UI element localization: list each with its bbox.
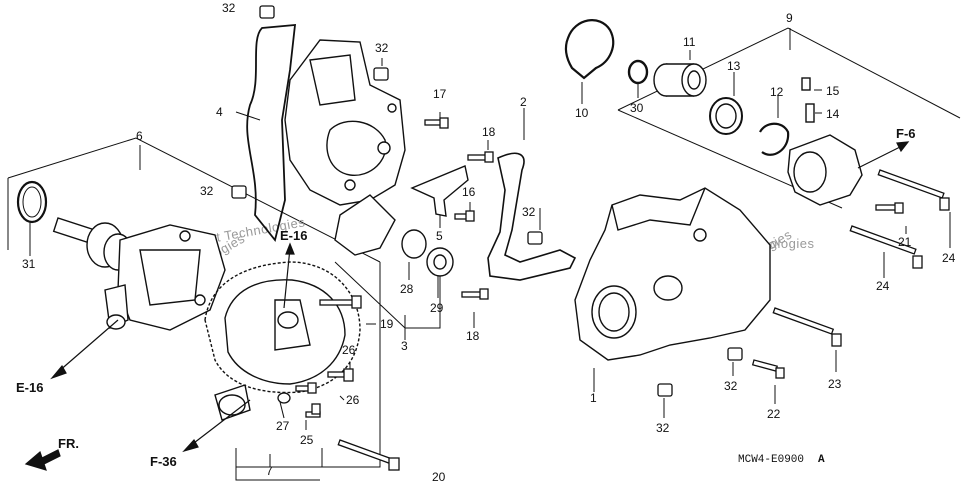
dowel-32 bbox=[259, 5, 275, 19]
part-number: 11 bbox=[683, 35, 696, 49]
diagram-code: MCW4-E0900 bbox=[738, 454, 804, 466]
bolts bbox=[295, 117, 950, 471]
side-cover-1 bbox=[574, 187, 771, 361]
part-number: 25 bbox=[300, 433, 314, 447]
part-number: 24 bbox=[876, 279, 890, 293]
gasket-4 bbox=[246, 24, 297, 242]
dowel-32 bbox=[231, 185, 247, 199]
shaft-3 bbox=[334, 194, 396, 256]
part-number: 9 bbox=[786, 11, 793, 25]
part-number: 22 bbox=[767, 407, 781, 421]
part-number: 21 bbox=[898, 235, 912, 249]
part-number: 20 bbox=[432, 470, 446, 482]
dowel-32 bbox=[657, 383, 673, 397]
part-number: 10 bbox=[575, 106, 589, 120]
bolt-22 bbox=[751, 359, 778, 372]
bolt-23 bbox=[772, 307, 835, 335]
o-ring-31 bbox=[16, 180, 48, 224]
part-number: 28 bbox=[400, 282, 414, 296]
part-number: 18 bbox=[466, 329, 480, 343]
part-number: 12 bbox=[770, 85, 784, 99]
part-number: 31 bbox=[22, 257, 36, 271]
front-arrow-icon bbox=[24, 449, 61, 471]
gasket-10 bbox=[564, 19, 615, 80]
part-number: 2 bbox=[520, 95, 527, 109]
part-number: 32 bbox=[375, 41, 389, 55]
gasket-2 bbox=[487, 152, 577, 281]
bearing-28 bbox=[401, 229, 427, 259]
ref-arrows bbox=[24, 141, 910, 471]
part-number: 26 bbox=[342, 343, 356, 357]
part-number: 19 bbox=[380, 317, 394, 331]
part-number: 18 bbox=[482, 125, 496, 139]
part-number: 14 bbox=[826, 107, 840, 121]
part-number: 32 bbox=[522, 205, 536, 219]
ref-e16-left: E-16 bbox=[16, 380, 43, 395]
bolt-20 bbox=[337, 439, 393, 465]
front-label: FR. bbox=[58, 436, 79, 451]
part-number: 27 bbox=[276, 419, 290, 433]
part-number: 32 bbox=[222, 1, 236, 15]
seal-30 bbox=[627, 59, 649, 85]
clip-12 bbox=[759, 122, 790, 156]
dowels bbox=[231, 5, 743, 404]
part-drawings bbox=[16, 19, 863, 421]
part-number: 7 bbox=[266, 464, 273, 478]
washer-27 bbox=[277, 392, 291, 404]
dowel-32 bbox=[527, 231, 543, 245]
fitting-14 bbox=[805, 103, 815, 123]
fitting-15 bbox=[801, 77, 811, 91]
part-number: 32 bbox=[724, 379, 738, 393]
part-number: 16 bbox=[462, 185, 476, 199]
part-number: 6 bbox=[136, 129, 143, 143]
diagram-code-suffix: A bbox=[818, 454, 825, 466]
part-number: 29 bbox=[430, 301, 444, 315]
ref-e16-top: E-16 bbox=[280, 228, 307, 243]
dowel-32 bbox=[727, 347, 743, 361]
part-number: 1 bbox=[590, 391, 597, 405]
water-pump-assembly bbox=[52, 217, 226, 331]
ref-f6: F-6 bbox=[896, 126, 916, 141]
pump-body bbox=[284, 39, 406, 206]
part-number: 23 bbox=[828, 377, 842, 391]
part-number: 24 bbox=[942, 251, 956, 265]
plate-5 bbox=[410, 165, 469, 217]
bolt-21 bbox=[875, 204, 897, 211]
part-number: 26 bbox=[346, 393, 360, 407]
dowel-32 bbox=[373, 67, 389, 81]
part-number: 5 bbox=[436, 229, 443, 243]
part-number: 17 bbox=[433, 87, 447, 101]
part-number: 30 bbox=[630, 101, 644, 115]
part-number: 32 bbox=[200, 184, 214, 198]
bolt-24a bbox=[877, 169, 945, 199]
part-number: 15 bbox=[826, 84, 840, 98]
part-number: 13 bbox=[727, 59, 741, 73]
part-number: 3 bbox=[401, 339, 408, 353]
bolt-24b bbox=[849, 225, 917, 255]
reference-labels: E-16 E-16 F-36 F-6 FR. bbox=[16, 126, 916, 469]
ref-f36: F-36 bbox=[150, 454, 177, 469]
part-number: 32 bbox=[656, 421, 670, 435]
part-number: 4 bbox=[216, 105, 223, 119]
part-numbers: 1 2 3 4 5 6 7 9 10 11 12 13 14 15 16 17 … bbox=[22, 1, 956, 484]
pump-cover-7 bbox=[204, 261, 361, 421]
